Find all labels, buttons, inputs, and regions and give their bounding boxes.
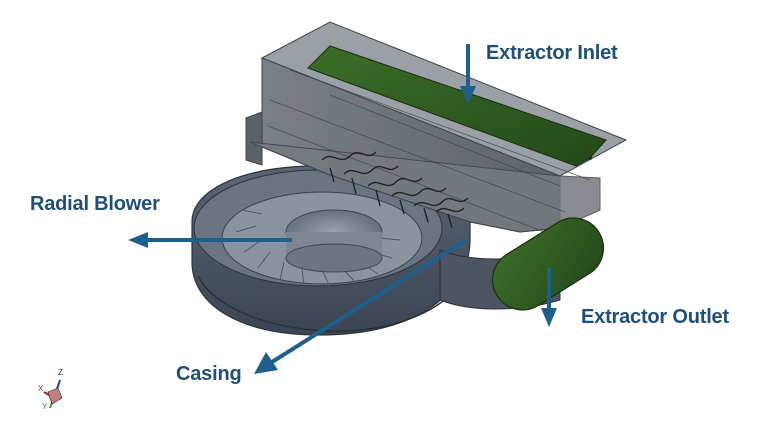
axis-x-label: X	[38, 384, 44, 393]
inlet-arrowhead	[460, 86, 476, 104]
axis-y-label: Y	[42, 402, 48, 411]
radial-blower-label: Radial Blower	[30, 193, 160, 215]
extractor-inlet-surface	[307, 45, 607, 167]
internal-baffles	[321, 151, 469, 229]
extractor-inlet-label: Extractor Inlet	[486, 42, 618, 64]
impeller-hub-base	[285, 243, 383, 273]
casing-arrowhead	[254, 352, 278, 374]
casing-label: Casing	[176, 363, 242, 385]
extractor-outlet-label: Extractor Outlet	[581, 306, 729, 328]
radial-blower-casing	[191, 165, 471, 336]
extractor-outlet-surface	[491, 217, 605, 311]
outlet-arrowhead	[541, 308, 557, 327]
extractor-outlet	[491, 217, 605, 311]
casing-arrow	[270, 238, 468, 364]
casing-bottom-lip	[197, 275, 463, 332]
blower-arrowhead	[128, 232, 148, 248]
axis-z-label: Z	[58, 368, 63, 377]
housing-left-step	[245, 111, 263, 166]
callout-arrows	[128, 44, 557, 374]
axis-triad	[43, 379, 63, 409]
axis-origin-box	[47, 387, 63, 405]
